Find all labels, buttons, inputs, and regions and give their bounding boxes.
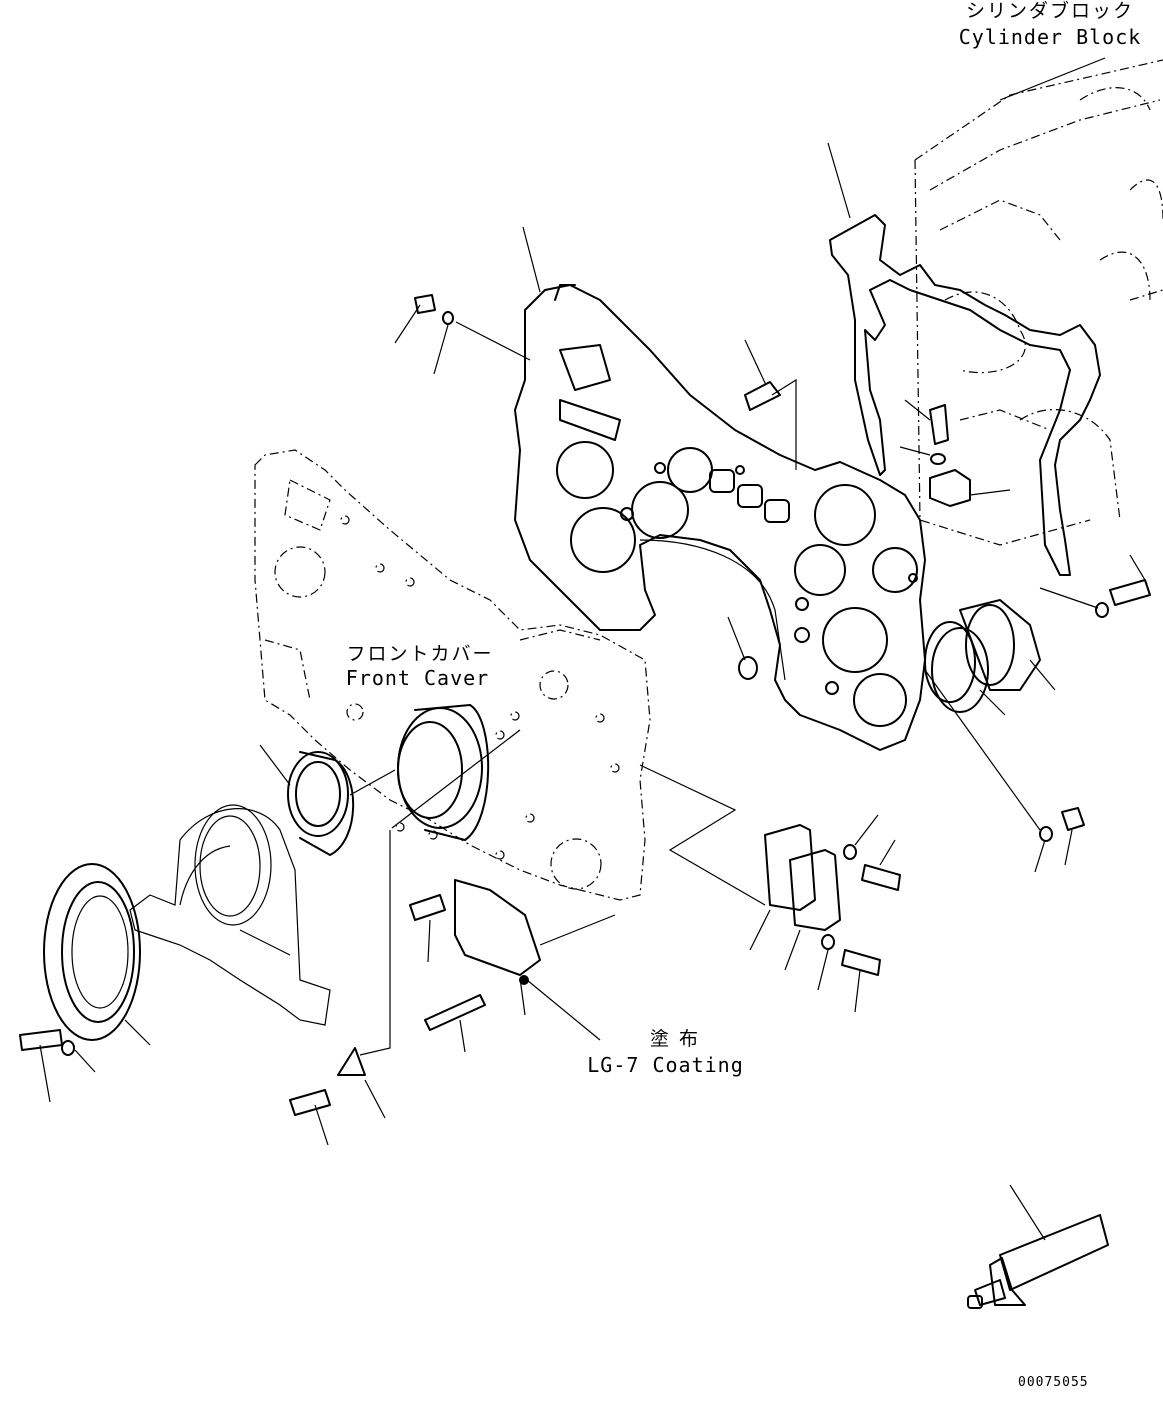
drawing-number: 00075055 [1018, 1375, 1089, 1390]
cylinder-block-label-jp: シリンダブロック [965, 0, 1134, 22]
block-fitting [929, 469, 971, 507]
washers [61, 311, 1109, 1056]
seal-housing [397, 704, 490, 841]
cylinder-block-label-en: Cylinder Block [958, 25, 1142, 49]
cap-cover [931, 599, 1041, 713]
front-cover-label-jp: フロントカバー [346, 643, 494, 665]
small-bracket [337, 1047, 366, 1076]
gasket [829, 214, 1101, 576]
access-cover-plates [454, 824, 841, 976]
front-cover-label-en: Front Caver [345, 666, 490, 690]
front-cover-phantom [254, 449, 651, 901]
cylinder-block-phantom [914, 59, 1163, 546]
special-tool [967, 1214, 1109, 1309]
oil-seal [287, 751, 355, 856]
engine-support-bracket [129, 804, 331, 1026]
seal-plate [43, 863, 141, 1041]
coating-label-jp: 塗 布 [649, 1028, 701, 1050]
bolts [19, 294, 1151, 1116]
gear-case [514, 284, 926, 751]
coating-label-en: LG-7 Coating [587, 1053, 744, 1077]
coating-marker [519, 975, 529, 985]
leader-lines [39, 57, 1146, 1241]
